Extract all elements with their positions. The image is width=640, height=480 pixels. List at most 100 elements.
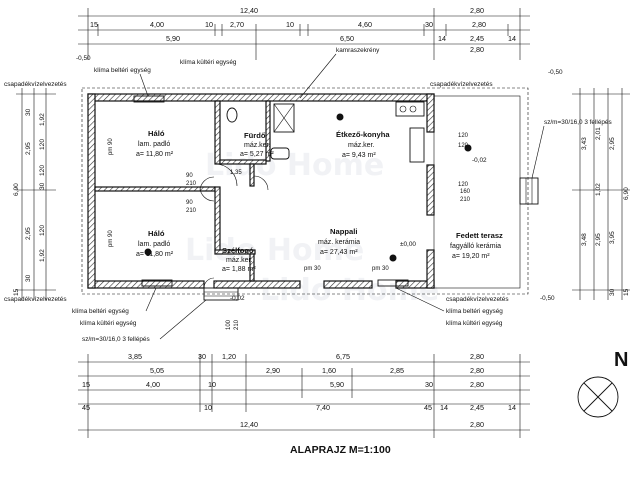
top-dimensions: 12,40 2,80 15 4,00 10 2,70 10 4,60 30 2,… xyxy=(78,6,530,60)
dim-top-total: 12,40 xyxy=(240,6,258,15)
svg-text:210: 210 xyxy=(186,208,197,214)
svg-text:a= 9,43 m²: a= 9,43 m² xyxy=(342,152,376,159)
svg-text:1,60: 1,60 xyxy=(322,366,336,375)
svg-text:lam. padló: lam. padló xyxy=(138,241,170,248)
svg-text:2,95: 2,95 xyxy=(595,233,602,246)
svg-text:30: 30 xyxy=(198,352,206,361)
right-dimensions: 3,43 2,01 1,02 3,48 2,95 3,95 6,90 2,95 … xyxy=(572,88,630,300)
svg-text:2,80: 2,80 xyxy=(470,45,484,54)
svg-text:2,95: 2,95 xyxy=(25,142,32,155)
svg-text:Háló: Háló xyxy=(148,229,165,238)
svg-text:2,95: 2,95 xyxy=(25,227,32,240)
svg-text:30: 30 xyxy=(39,182,46,190)
svg-text:210: 210 xyxy=(186,181,197,187)
svg-text:lam. padló: lam. padló xyxy=(138,141,170,148)
svg-text:6,75: 6,75 xyxy=(336,352,350,361)
svg-text:45: 45 xyxy=(424,403,432,412)
svg-text:45: 45 xyxy=(82,403,90,412)
room-label-nappali: Nappali máz. kerámia a= 27,43 m² xyxy=(318,227,360,256)
svg-text:120: 120 xyxy=(39,139,46,150)
note-csapadek-tl: csapadékvízelvezetés xyxy=(4,81,67,88)
svg-text:120: 120 xyxy=(39,225,46,236)
svg-text:10: 10 xyxy=(204,403,212,412)
svg-text:15: 15 xyxy=(82,380,90,389)
svg-text:fagyálló kerámia: fagyálló kerámia xyxy=(450,243,501,250)
svg-text:160: 160 xyxy=(460,189,471,195)
note-kamraszekreny: kamraszekrény xyxy=(336,47,380,54)
svg-text:90: 90 xyxy=(186,200,193,206)
svg-text:máz.ker.: máz.ker. xyxy=(226,257,253,264)
svg-text:30: 30 xyxy=(25,108,32,116)
svg-text:210: 210 xyxy=(234,319,240,330)
svg-text:±0,00: ±0,00 xyxy=(400,241,416,248)
svg-text:2,01: 2,01 xyxy=(595,127,602,140)
svg-text:pm 30: pm 30 xyxy=(372,266,389,272)
note-klima-belteri-top: klíma beltéri egység xyxy=(94,67,151,74)
svg-text:-0,50: -0,50 xyxy=(548,69,563,76)
svg-text:Lido Home: Lido Home xyxy=(260,273,439,308)
room-label-halo-top: Háló lam. padló a= 11,80 m² xyxy=(136,129,174,158)
north-arrow: N xyxy=(577,349,628,418)
opening-labels: 90 210 90 210 1,35 pm 90 pm 90 120 120 1… xyxy=(108,133,471,330)
note-klima-kulteri-top: klíma kültéri egység xyxy=(180,59,237,66)
room-label-furdo: Fürdő máz.ker. a= 5,27 m² xyxy=(240,131,274,158)
svg-text:2,80: 2,80 xyxy=(470,352,484,361)
svg-text:30: 30 xyxy=(25,274,32,282)
svg-text:120: 120 xyxy=(458,182,469,188)
svg-text:15: 15 xyxy=(13,288,20,296)
note-stairs-bottom: sz/m=30/16,0 3 fellépés xyxy=(82,336,150,343)
svg-text:3,85: 3,85 xyxy=(128,352,142,361)
note-klima-kulteri-bl: klíma kültéri egység xyxy=(80,320,137,327)
svg-text:10: 10 xyxy=(286,20,294,29)
plan-title: ALAPRAJZ M=1:100 xyxy=(290,444,391,456)
svg-text:1,02: 1,02 xyxy=(595,183,602,196)
svg-text:15: 15 xyxy=(90,20,98,29)
svg-text:a= 11,80 m²: a= 11,80 m² xyxy=(136,251,174,258)
svg-text:120: 120 xyxy=(458,143,469,149)
bottom-dimensions: 3,85 30 1,20 6,75 2,80 5,05 2,90 1,60 2,… xyxy=(78,352,530,438)
note-klima-kulteri-br: klíma kültéri egység xyxy=(446,320,503,327)
svg-text:10: 10 xyxy=(208,380,216,389)
svg-text:120: 120 xyxy=(39,165,46,176)
svg-text:1,92: 1,92 xyxy=(39,113,46,126)
svg-text:Háló: Háló xyxy=(148,129,165,138)
svg-text:máz. kerámia: máz. kerámia xyxy=(318,239,360,246)
svg-text:3,43: 3,43 xyxy=(581,137,588,150)
svg-text:90: 90 xyxy=(186,173,193,179)
svg-text:pm 90: pm 90 xyxy=(108,230,114,247)
fixtures xyxy=(133,95,539,301)
svg-text:1,35: 1,35 xyxy=(230,170,242,176)
svg-text:5,05: 5,05 xyxy=(150,366,164,375)
svg-text:2,95: 2,95 xyxy=(609,137,616,150)
svg-text:Lido Home: Lido Home xyxy=(205,148,384,183)
note-klima-belteri-bl: klíma beltéri egység xyxy=(72,308,129,315)
svg-text:5,90: 5,90 xyxy=(166,34,180,43)
note-klima-belteri-br: klíma beltéri egység xyxy=(446,308,503,315)
room-label-szelfogo: Szélfogó máz.ker. a= 1,88 m² xyxy=(222,246,256,273)
svg-text:30: 30 xyxy=(425,380,433,389)
svg-text:14: 14 xyxy=(508,34,516,43)
svg-text:Étkező-konyha: Étkező-konyha xyxy=(336,130,390,139)
svg-text:30: 30 xyxy=(425,20,433,29)
walls xyxy=(87,93,435,289)
svg-text:máz.ker.: máz.ker. xyxy=(348,142,375,149)
room-label-etkezo: Étkező-konyha máz.ker. a= 9,43 m² xyxy=(336,130,390,159)
svg-text:a= 27,43 m²: a= 27,43 m² xyxy=(320,249,358,256)
svg-text:Nappali: Nappali xyxy=(330,227,357,236)
svg-text:-0,02: -0,02 xyxy=(472,157,487,164)
svg-text:2,90: 2,90 xyxy=(266,366,280,375)
svg-text:a= 19,20 m²: a= 19,20 m² xyxy=(452,253,490,260)
svg-text:Szélfogó: Szélfogó xyxy=(222,246,254,255)
svg-text:máz.ker.: máz.ker. xyxy=(244,142,271,149)
room-label-terasz: Fedett terasz fagyálló kerámia a= 19,20 … xyxy=(450,231,503,260)
svg-text:5,90: 5,90 xyxy=(330,380,344,389)
room-label-halo-bottom: Háló lam. padló a= 11,80 m² xyxy=(136,229,174,258)
svg-text:2,45: 2,45 xyxy=(470,403,484,412)
svg-text:Fürdő: Fürdő xyxy=(244,131,266,140)
svg-text:10: 10 xyxy=(205,20,213,29)
svg-text:120: 120 xyxy=(458,133,469,139)
note-stairs-right: sz/m=30/16,0 3 fellépés xyxy=(544,119,612,126)
svg-text:-0,50: -0,50 xyxy=(540,295,555,302)
svg-text:12,40: 12,40 xyxy=(240,420,258,429)
